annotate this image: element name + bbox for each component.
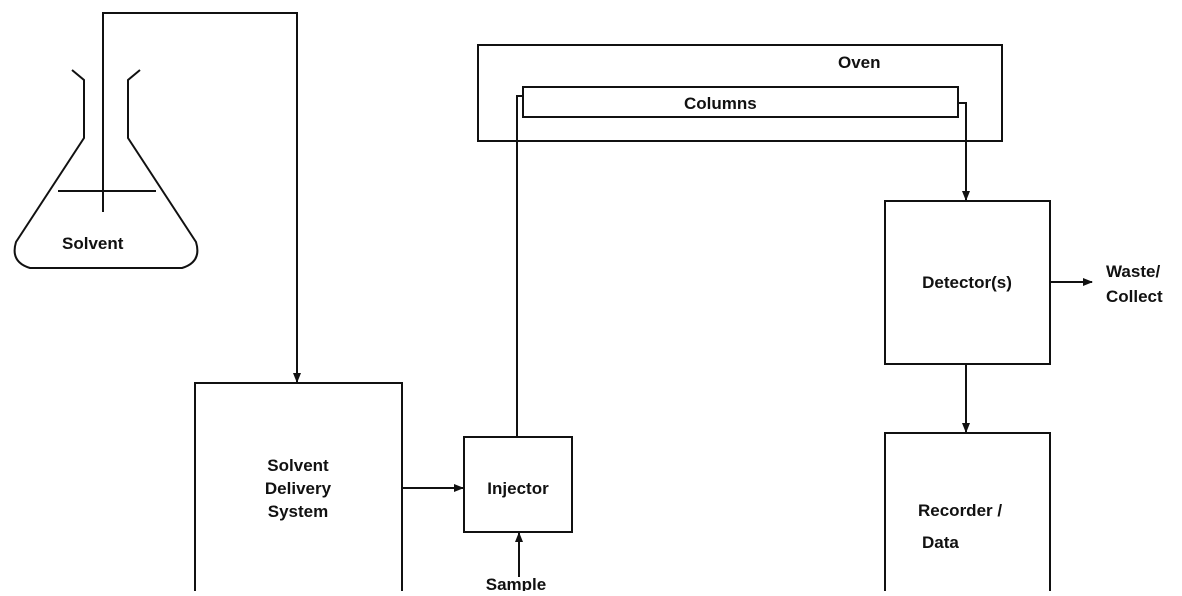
detector-label: Detector(s): [922, 273, 1012, 292]
solvent-delivery-label-line2: Delivery: [265, 479, 332, 498]
recorder-label-line1: Recorder /: [918, 501, 1002, 520]
oven-label: Oven: [838, 53, 881, 72]
sample-label: Sample: [486, 575, 546, 591]
solvent-flow-line: [102, 12, 301, 383]
waste-label-line2: Collect: [1106, 287, 1163, 306]
solvent-delivery-label-line1: Solvent: [267, 456, 329, 475]
columns-label: Columns: [684, 94, 757, 113]
waste-label-line1: Waste/: [1106, 262, 1160, 281]
recorder-label-line2: Data: [922, 533, 959, 552]
solvent-delivery-system-box: [194, 382, 403, 596]
oven-box: [477, 44, 1003, 142]
injector-label: Injector: [487, 479, 549, 498]
column-inlet-connector: [516, 95, 523, 101]
solvent-flask: [13, 69, 199, 269]
solvent-label: Solvent: [62, 234, 124, 253]
solvent-delivery-label-line3: System: [268, 502, 328, 521]
column-outlet-connector: [958, 102, 967, 108]
